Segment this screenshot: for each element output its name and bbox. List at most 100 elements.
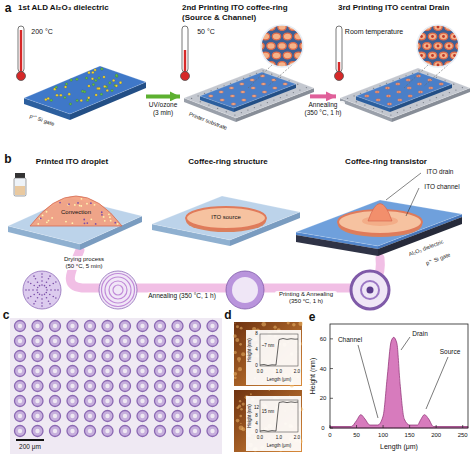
precursor-molecule bbox=[65, 83, 68, 86]
flow-dot bbox=[30, 296, 32, 298]
ito-ring bbox=[272, 14, 280, 21]
printed-dot bbox=[85, 321, 96, 332]
printed-dot bbox=[85, 336, 96, 347]
nanoparticle bbox=[48, 220, 50, 222]
printed-dot bbox=[85, 396, 96, 407]
tick-label: 1.0 bbox=[276, 435, 282, 440]
plot-frame bbox=[330, 324, 468, 428]
ito-drain bbox=[442, 54, 445, 57]
ito-drain-dot bbox=[410, 95, 411, 96]
nanoparticle bbox=[110, 220, 112, 222]
substrate-hole bbox=[429, 99, 430, 100]
afm-grain bbox=[240, 327, 243, 330]
printed-dot bbox=[32, 411, 43, 422]
ito-ring bbox=[283, 71, 291, 78]
nanoparticle bbox=[83, 219, 85, 221]
tick-label: 0.0 bbox=[257, 369, 263, 374]
printed-dot-center bbox=[53, 339, 57, 343]
ito-ring bbox=[439, 33, 447, 40]
ito-ring bbox=[300, 24, 308, 31]
ito-drain bbox=[404, 26, 407, 29]
nanoparticle bbox=[101, 214, 103, 216]
precursor-molecule bbox=[106, 89, 109, 92]
temperature-label: 50 °C bbox=[197, 28, 215, 36]
tick-label: 50 bbox=[353, 432, 360, 439]
printed-dot-center bbox=[70, 399, 74, 403]
printed-dot-center bbox=[105, 339, 109, 343]
printed-dot bbox=[207, 366, 218, 377]
printed-dot-center bbox=[88, 399, 92, 403]
printed-dot-center bbox=[105, 399, 109, 403]
substrate-hole bbox=[353, 95, 354, 96]
leader-line bbox=[401, 337, 410, 350]
printed-dot bbox=[207, 396, 218, 407]
nanoparticle bbox=[103, 216, 105, 218]
flow-dot bbox=[57, 289, 59, 291]
printed-dot bbox=[15, 321, 26, 332]
ito-ring bbox=[241, 91, 245, 93]
substrate-hole bbox=[455, 89, 456, 90]
afm-grain bbox=[241, 427, 245, 431]
printed-dot-center bbox=[193, 339, 197, 343]
ito-drain bbox=[368, 204, 392, 222]
substrate-hole bbox=[390, 114, 391, 115]
printed-dot bbox=[15, 381, 26, 392]
ito-ring bbox=[385, 87, 389, 89]
ito-ring bbox=[272, 71, 280, 78]
ito-ring bbox=[439, 52, 447, 59]
printed-dot-center bbox=[140, 339, 144, 343]
printed-dot-center bbox=[35, 414, 39, 418]
printed-dot-center bbox=[70, 369, 74, 373]
printed-dot bbox=[207, 336, 218, 347]
drying-ring bbox=[113, 285, 123, 295]
afm-grain bbox=[233, 334, 237, 338]
ito-ring bbox=[256, 43, 264, 50]
drying-ring bbox=[105, 277, 131, 303]
ito-ring bbox=[316, 71, 324, 78]
ito-ring bbox=[283, 33, 291, 40]
ito-ring bbox=[406, 71, 414, 78]
ito-drain bbox=[415, 64, 418, 67]
ito-ring bbox=[434, 43, 442, 50]
ito-ring bbox=[467, 43, 474, 50]
ito-ring bbox=[294, 14, 302, 21]
ito-ring bbox=[439, 83, 443, 85]
precursor-molecule bbox=[94, 69, 97, 72]
process-step-label: UV/ozone (3 min) bbox=[146, 101, 180, 116]
stage-heading: 3rd Printing ITO central Drain bbox=[336, 2, 470, 14]
ito-ring bbox=[397, 91, 401, 93]
afm-grain bbox=[234, 351, 237, 354]
ito-drain bbox=[431, 16, 434, 19]
flow-dot bbox=[41, 294, 43, 296]
ito-ring bbox=[256, 24, 264, 31]
afm-image bbox=[234, 390, 302, 452]
ito-ring bbox=[316, 52, 324, 59]
ito-drain bbox=[409, 73, 412, 76]
inset-frame bbox=[260, 400, 298, 432]
vial-cap bbox=[15, 173, 25, 178]
printed-dot-center bbox=[123, 324, 127, 328]
printed-dot-center bbox=[88, 324, 92, 328]
ito-ring bbox=[406, 52, 414, 59]
precursor-molecule bbox=[94, 79, 97, 82]
ito-ring bbox=[408, 95, 412, 97]
printed-dot bbox=[207, 426, 218, 437]
printed-dot-center bbox=[175, 324, 179, 328]
ito-ring bbox=[428, 52, 436, 59]
thermometer-bulb bbox=[181, 72, 190, 81]
nanoparticle bbox=[59, 202, 61, 204]
printed-dot bbox=[120, 426, 131, 437]
printed-dot bbox=[67, 426, 78, 437]
height-profile bbox=[330, 337, 468, 428]
printed-dot bbox=[155, 366, 166, 377]
ito-ring bbox=[472, 33, 474, 40]
ito-drain bbox=[459, 26, 462, 29]
printed-dot bbox=[15, 426, 26, 437]
precursor-molecule bbox=[119, 81, 122, 84]
ito-ring bbox=[375, 91, 379, 93]
substrate-hole bbox=[271, 74, 272, 75]
nanoparticle bbox=[86, 222, 88, 224]
printed-dot-center bbox=[158, 324, 162, 328]
tick-label: 20 bbox=[320, 395, 327, 402]
ito-ring bbox=[272, 33, 280, 40]
